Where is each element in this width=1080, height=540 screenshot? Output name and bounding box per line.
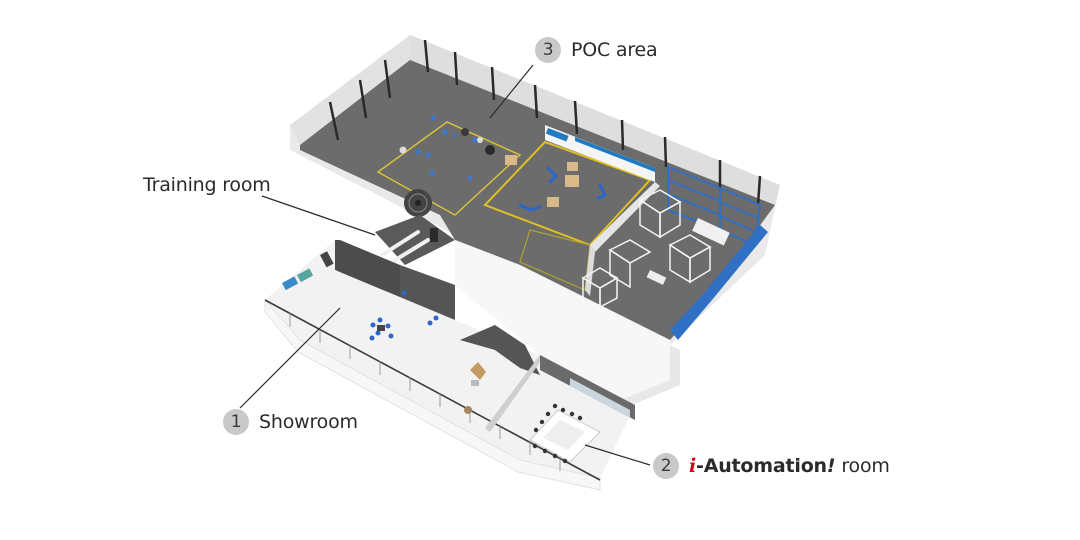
training-room-block (335, 210, 455, 320)
brand-i-logo: i (689, 455, 697, 477)
area-number-badge: 2 (653, 453, 679, 479)
u-shaped-table (529, 403, 601, 464)
brand-exclamation: ! (826, 455, 836, 477)
leader-lines (239, 64, 651, 466)
poc-area-block (290, 35, 780, 345)
poc-area-text: POC area (571, 39, 658, 61)
showroom-block (264, 240, 635, 491)
room-suffix-text: room (841, 455, 890, 477)
area-number-badge: 1 (223, 409, 249, 435)
showroom-label: 1 Showroom (223, 409, 358, 435)
area-number-badge: 3 (535, 37, 561, 63)
brand-automation-text: -Automation (696, 455, 827, 477)
training-room-text: Training room (143, 174, 271, 196)
training-room-label: Training room (143, 174, 271, 196)
i-automation-room-label: 2 i-Automation! room (653, 453, 890, 479)
spiral-staircase (404, 189, 432, 217)
corridor-slab (455, 240, 670, 400)
poc-area-label: 3 POC area (535, 37, 658, 63)
showroom-text: Showroom (259, 411, 358, 433)
